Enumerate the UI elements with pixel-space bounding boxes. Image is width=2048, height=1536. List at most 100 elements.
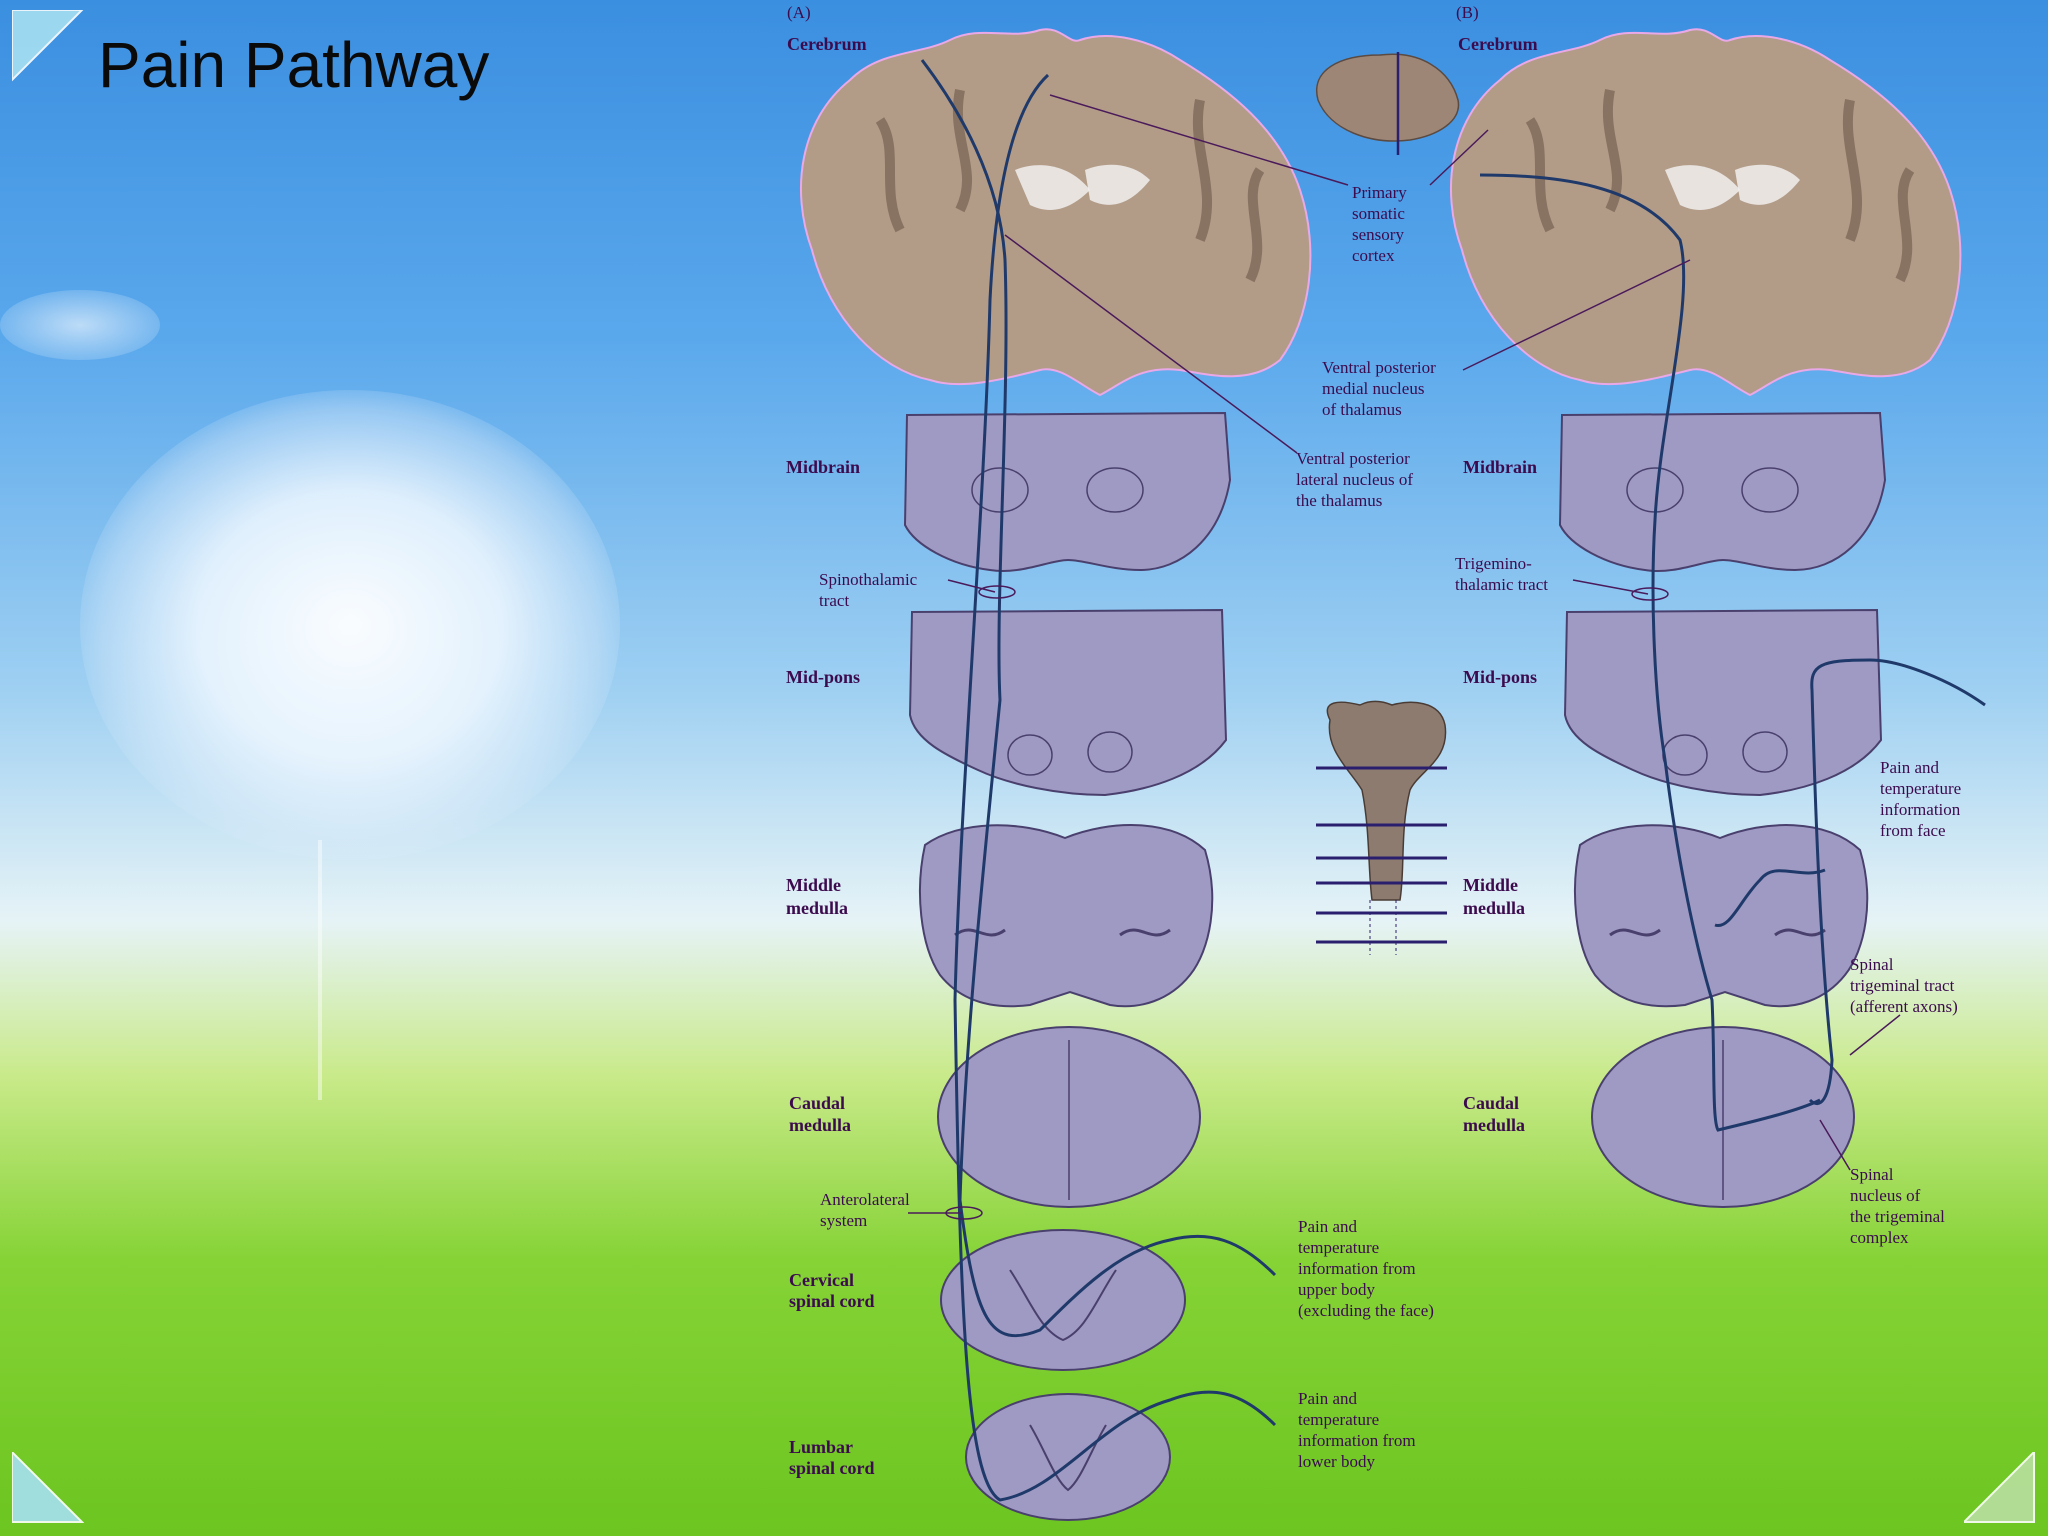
svg-text:the trigeminal: the trigeminal [1850,1207,1945,1226]
label-trigeminothalamic-tract: Trigemino- thalamic tract [1455,554,1548,594]
label-cerebrum-a: Cerebrum [787,34,867,54]
label-midpons-a: Mid-pons [786,667,860,687]
svg-text:from face: from face [1880,821,1946,840]
midpons-section-a [908,608,1228,797]
label-spinothalamic-tract: Spinothalamic tract [819,570,918,610]
svg-text:(afferent axons): (afferent axons) [1850,997,1958,1016]
pointer-spinothalamic [947,579,996,593]
svg-text:temperature: temperature [1880,779,1961,798]
svg-text:cortex: cortex [1352,246,1395,265]
cerebrum-section-b [1449,28,1962,397]
brainstem-inset [1316,700,1447,955]
label-middle-medulla-a-1: Middle [786,875,841,895]
top-left-corner-triangle [12,10,84,82]
panel-a-label: (A) [787,3,811,22]
midpons-section-b [1563,608,1883,797]
spinothalamic-ring [978,585,1016,599]
label-lumbar-2: spinal cord [789,1458,875,1478]
anterolateral-ring [945,1206,983,1220]
pointer-primary-cortex-b [1429,129,1489,186]
svg-text:Pain and: Pain and [1298,1217,1358,1236]
middle-medulla-section-a [919,824,1214,1008]
svg-text:lower body: lower body [1298,1452,1375,1471]
label-primary-cortex: Primary somatic sensory cortex [1352,183,1407,265]
label-lower-body-info: Pain and temperature information from lo… [1298,1389,1416,1471]
svg-text:Spinal: Spinal [1850,955,1894,974]
label-caudal-medulla-b-2: medulla [1463,1115,1525,1135]
label-caudal-medulla-a-1: Caudal [789,1093,845,1113]
label-lumbar-1: Lumbar [789,1437,853,1457]
label-cerebrum-b: Cerebrum [1458,34,1538,54]
svg-text:temperature: temperature [1298,1238,1379,1257]
svg-text:complex: complex [1850,1228,1909,1247]
svg-text:Anterolateral: Anterolateral [820,1190,910,1209]
label-caudal-medulla-b-1: Caudal [1463,1093,1519,1113]
trigeminal-afferent-b [1714,868,1826,927]
pointer-spinal-trigeminal-tract [1849,1014,1901,1056]
label-anterolateral-system: Anterolateral system [820,1190,910,1230]
midbrain-section-a [903,411,1232,572]
cervical-spinal-cord-section [940,1229,1186,1371]
svg-text:somatic: somatic [1352,204,1405,223]
svg-text:information: information [1880,800,1961,819]
svg-text:Spinal: Spinal [1850,1165,1894,1184]
label-upper-body-info: Pain and temperature information from up… [1298,1217,1434,1320]
label-cervical-1: Cervical [789,1270,854,1290]
bottom-left-corner-triangle [12,1452,84,1523]
label-vpm: Ventral posterior medial nucleus of thal… [1322,358,1436,419]
brain-inset [1315,52,1460,155]
dandelion-puff [80,390,620,860]
svg-text:lateral nucleus of: lateral nucleus of [1296,470,1413,489]
spinothalamic-pathway-a [920,59,1277,1338]
spinal-trigeminal-tract-b [1808,658,1986,1106]
pointer-primary-cortex-a [1049,94,1349,186]
svg-text:Trigemino-: Trigemino- [1455,554,1532,573]
spinothalamic-pathway-a-lower [953,73,1277,1502]
svg-text:Primary: Primary [1352,183,1407,202]
svg-text:(excluding the face): (excluding the face) [1298,1301,1434,1320]
svg-text:trigeminal tract: trigeminal tract [1850,976,1955,995]
svg-text:Ventral posterior: Ventral posterior [1296,449,1410,468]
pointer-trigeminothalamic [1572,579,1649,595]
svg-text:upper body: upper body [1298,1280,1375,1299]
label-spinal-trigeminal-tract: Spinal trigeminal tract (afferent axons) [1850,955,1958,1016]
label-middle-medulla-b-2: medulla [1463,898,1525,918]
label-middle-medulla-a-2: medulla [786,898,848,918]
label-midbrain-a: Midbrain [786,457,860,477]
caudal-medulla-section-b [1591,1026,1855,1208]
label-vpl: Ventral posterior lateral nucleus of the… [1296,449,1413,510]
svg-text:Pain and: Pain and [1880,758,1940,777]
svg-text:medial nucleus: medial nucleus [1322,379,1424,398]
svg-text:temperature: temperature [1298,1410,1379,1429]
label-caudal-medulla-a-2: medulla [789,1115,851,1135]
svg-text:Pain and: Pain and [1298,1389,1358,1408]
svg-text:information from: information from [1298,1259,1416,1278]
pointer-vpl [1004,234,1298,454]
trigeminothalamic-ring [1631,587,1669,601]
label-spinal-nucleus-trigeminal: Spinal nucleus of the trigeminal complex [1850,1165,1945,1247]
pointer-vpm [1462,259,1691,371]
label-middle-medulla-b-1: Middle [1463,875,1518,895]
cerebrum-section-a [799,28,1312,397]
middle-medulla-section-b [1574,824,1869,1008]
svg-text:tract: tract [819,591,849,610]
svg-text:sensory: sensory [1352,225,1404,244]
svg-text:thalamic tract: thalamic tract [1455,575,1548,594]
dandelion-stem [318,840,322,1100]
cloud [0,290,160,360]
panel-b-label: (B) [1456,3,1479,22]
svg-text:information from: information from [1298,1431,1416,1450]
label-cervical-2: spinal cord [789,1291,875,1311]
pointer-spinal-nucleus [1819,1119,1851,1171]
slide-title: Pain Pathway [98,29,490,101]
bottom-right-corner-triangle [1964,1452,2035,1523]
svg-text:system: system [820,1211,867,1230]
trigeminothalamic-pathway-b [1479,173,1821,1132]
svg-text:nucleus of: nucleus of [1850,1186,1921,1205]
label-midbrain-b: Midbrain [1463,457,1537,477]
svg-text:the thalamus: the thalamus [1296,491,1382,510]
svg-text:of thalamus: of thalamus [1322,400,1402,419]
label-midpons-b: Mid-pons [1463,667,1537,687]
midbrain-section-b [1558,411,1887,572]
